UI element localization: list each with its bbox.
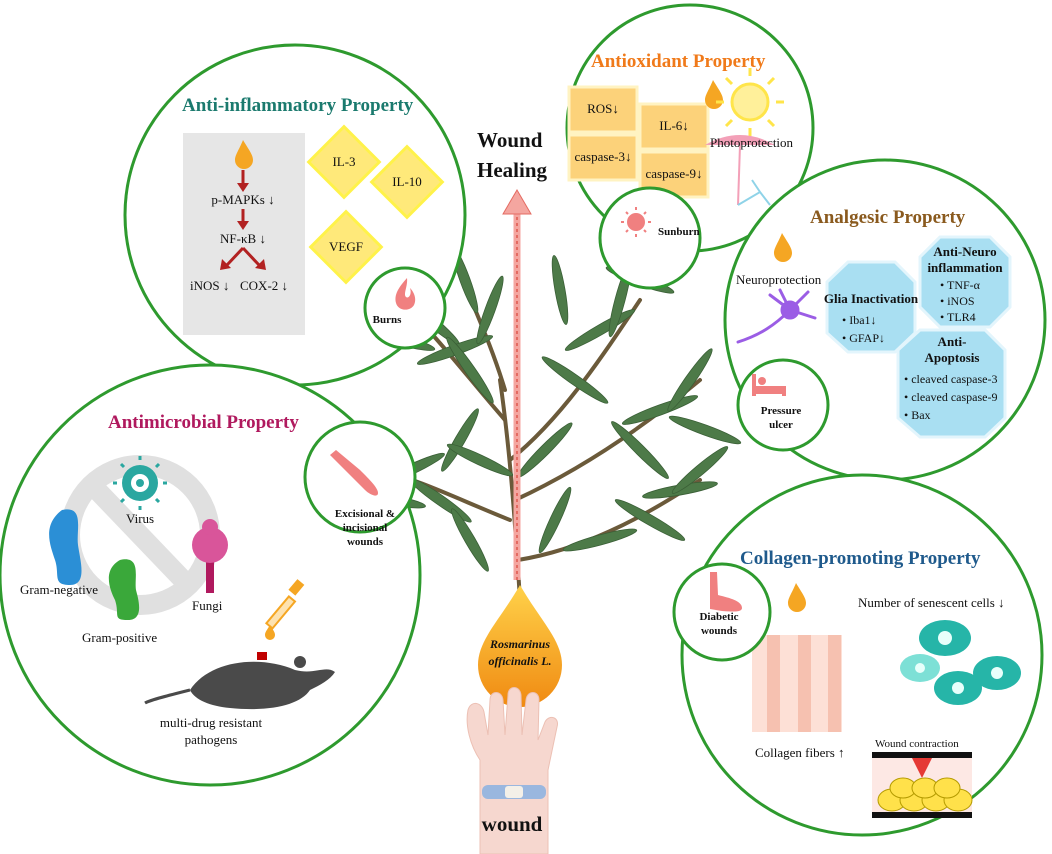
fungi-label: Fungi [192,598,223,613]
wound-label: wound [481,812,543,836]
cytokine-il3: IL-3 [332,154,356,169]
collagen-fibers-label: Collagen fibers ↑ [755,745,845,760]
glia-title: Glia Inactivation [823,291,919,306]
neuroinflammation-title-1: Anti-Neuro [933,244,997,259]
umbrella-icon [705,135,775,206]
burns-label: Burns [372,314,402,326]
pathway-step-2: NF-κB ↓ [220,231,266,246]
sun-burn-icon [621,207,651,237]
fire-icon [395,278,416,310]
wound-healing-arrow [502,189,532,580]
antioxidant-il6: IL-6↓ [659,118,689,133]
apoptosis-item-1: • cleaved caspase-3 [904,372,998,386]
oil-drop-icon [235,140,253,169]
antioxidant-caspase3: caspase-3↓ [574,149,632,164]
center-title-line2: Healing [477,158,548,182]
antioxidant-title: Antioxidant Property [591,51,766,72]
diabetic-label-1: Diabetic [699,611,739,623]
cytokine-vegf: VEGF [329,239,363,254]
gram-positive-bacterium-icon [108,559,140,620]
neuroinflammation-item-3: • TLR4 [940,310,976,324]
antimicrobial-panel [0,363,422,787]
senescent-label: Number of senescent cells ↓ [858,595,1005,610]
antimicrobial-title: Antimicrobial Property [108,412,299,433]
neuroinflammation-item-2: • iNOS [940,294,975,308]
diabetic-label-2: wounds [700,625,738,637]
gram-negative-bacterium-icon [49,509,82,585]
antioxidant-caspase9: caspase-9↓ [645,166,703,181]
neuroprotection-label: Neuroprotection [736,272,822,287]
pressure-ulcer-label-1: Pressure [760,405,802,417]
hand-illustration [466,687,559,854]
neuron-icon [736,288,817,344]
sunburn-circle [598,186,702,290]
antioxidant-panel [565,3,815,290]
pathway-step-1: p-MAPKs ↓ [211,192,275,207]
cytokine-il10: IL-10 [392,174,422,189]
neuroinflammation-title-2: inflammation [927,260,1003,275]
gram-positive-label: Gram-positive [82,630,158,645]
pressure-ulcer-label-2: ulcer [769,419,793,431]
pathogens-label-2: pathogens [184,732,238,747]
apoptosis-title-2: Apoptosis [924,350,980,365]
apoptosis-item-2: • cleaved caspase-9 [904,390,998,404]
virus-icon [113,456,167,510]
glia-item-2: • GFAP↓ [842,331,885,345]
analgesic-title: Analgesic Property [810,207,966,228]
pathway-step-4: COX-2 ↓ [240,278,289,293]
collagen-panel [672,473,1044,837]
pathway-arrows [220,170,266,270]
analgesic-octagons [825,235,1012,439]
analgesic-panel [723,158,1047,482]
wound-contraction-label: Wound contraction [875,738,959,750]
sunburn-label: Sunburn [658,226,700,238]
pathway-step-3: iNOS ↓ [190,278,230,293]
center-title-line1: Wound [477,128,543,152]
oil-drop-icon [788,583,806,612]
anti-inflammatory-panel [123,43,467,387]
cytokine-diamonds [306,124,445,285]
diabetic-wounds-circle [672,562,772,662]
oil-drop-icon [774,233,792,262]
collagen-fiber-block [752,635,842,732]
excisional-label-3: wounds [346,536,384,548]
glia-item-1: • Iba1↓ [842,313,877,327]
gram-negative-label: Gram-negative [20,582,98,597]
apoptosis-title-1: Anti- [937,334,967,349]
wound-contraction-icon [872,752,973,818]
virus-label: Virus [126,511,155,526]
drop-label-line2: officinalis L. [488,654,552,668]
bed-icon [752,374,786,396]
anti-inflammatory-title: Anti-inflammatory Property [182,95,414,116]
foot-icon [710,572,742,612]
sun-icon [716,68,784,136]
dropper-icon [264,579,305,640]
pathogens-label-1: multi-drug resistant [159,715,263,730]
collagen-title: Collagen-promoting Property [740,548,981,569]
senescent-cells-icon [900,620,1021,705]
photoprotection-label: Photoprotection [710,135,794,150]
excisional-label-1: Excisional & [334,508,396,520]
drop-label-line1: Rosmarinus [489,637,551,651]
mouse-icon [144,652,335,710]
fungus-icon [192,519,228,593]
apoptosis-item-3: • Bax [904,408,931,422]
knife-icon [330,450,378,496]
excisional-label-2: incisional [342,522,388,534]
rosemary-oil-drop [478,585,562,707]
neuroinflammation-item-1: • TNF-α [940,278,980,292]
antioxidant-ros: ROS↓ [587,101,619,116]
